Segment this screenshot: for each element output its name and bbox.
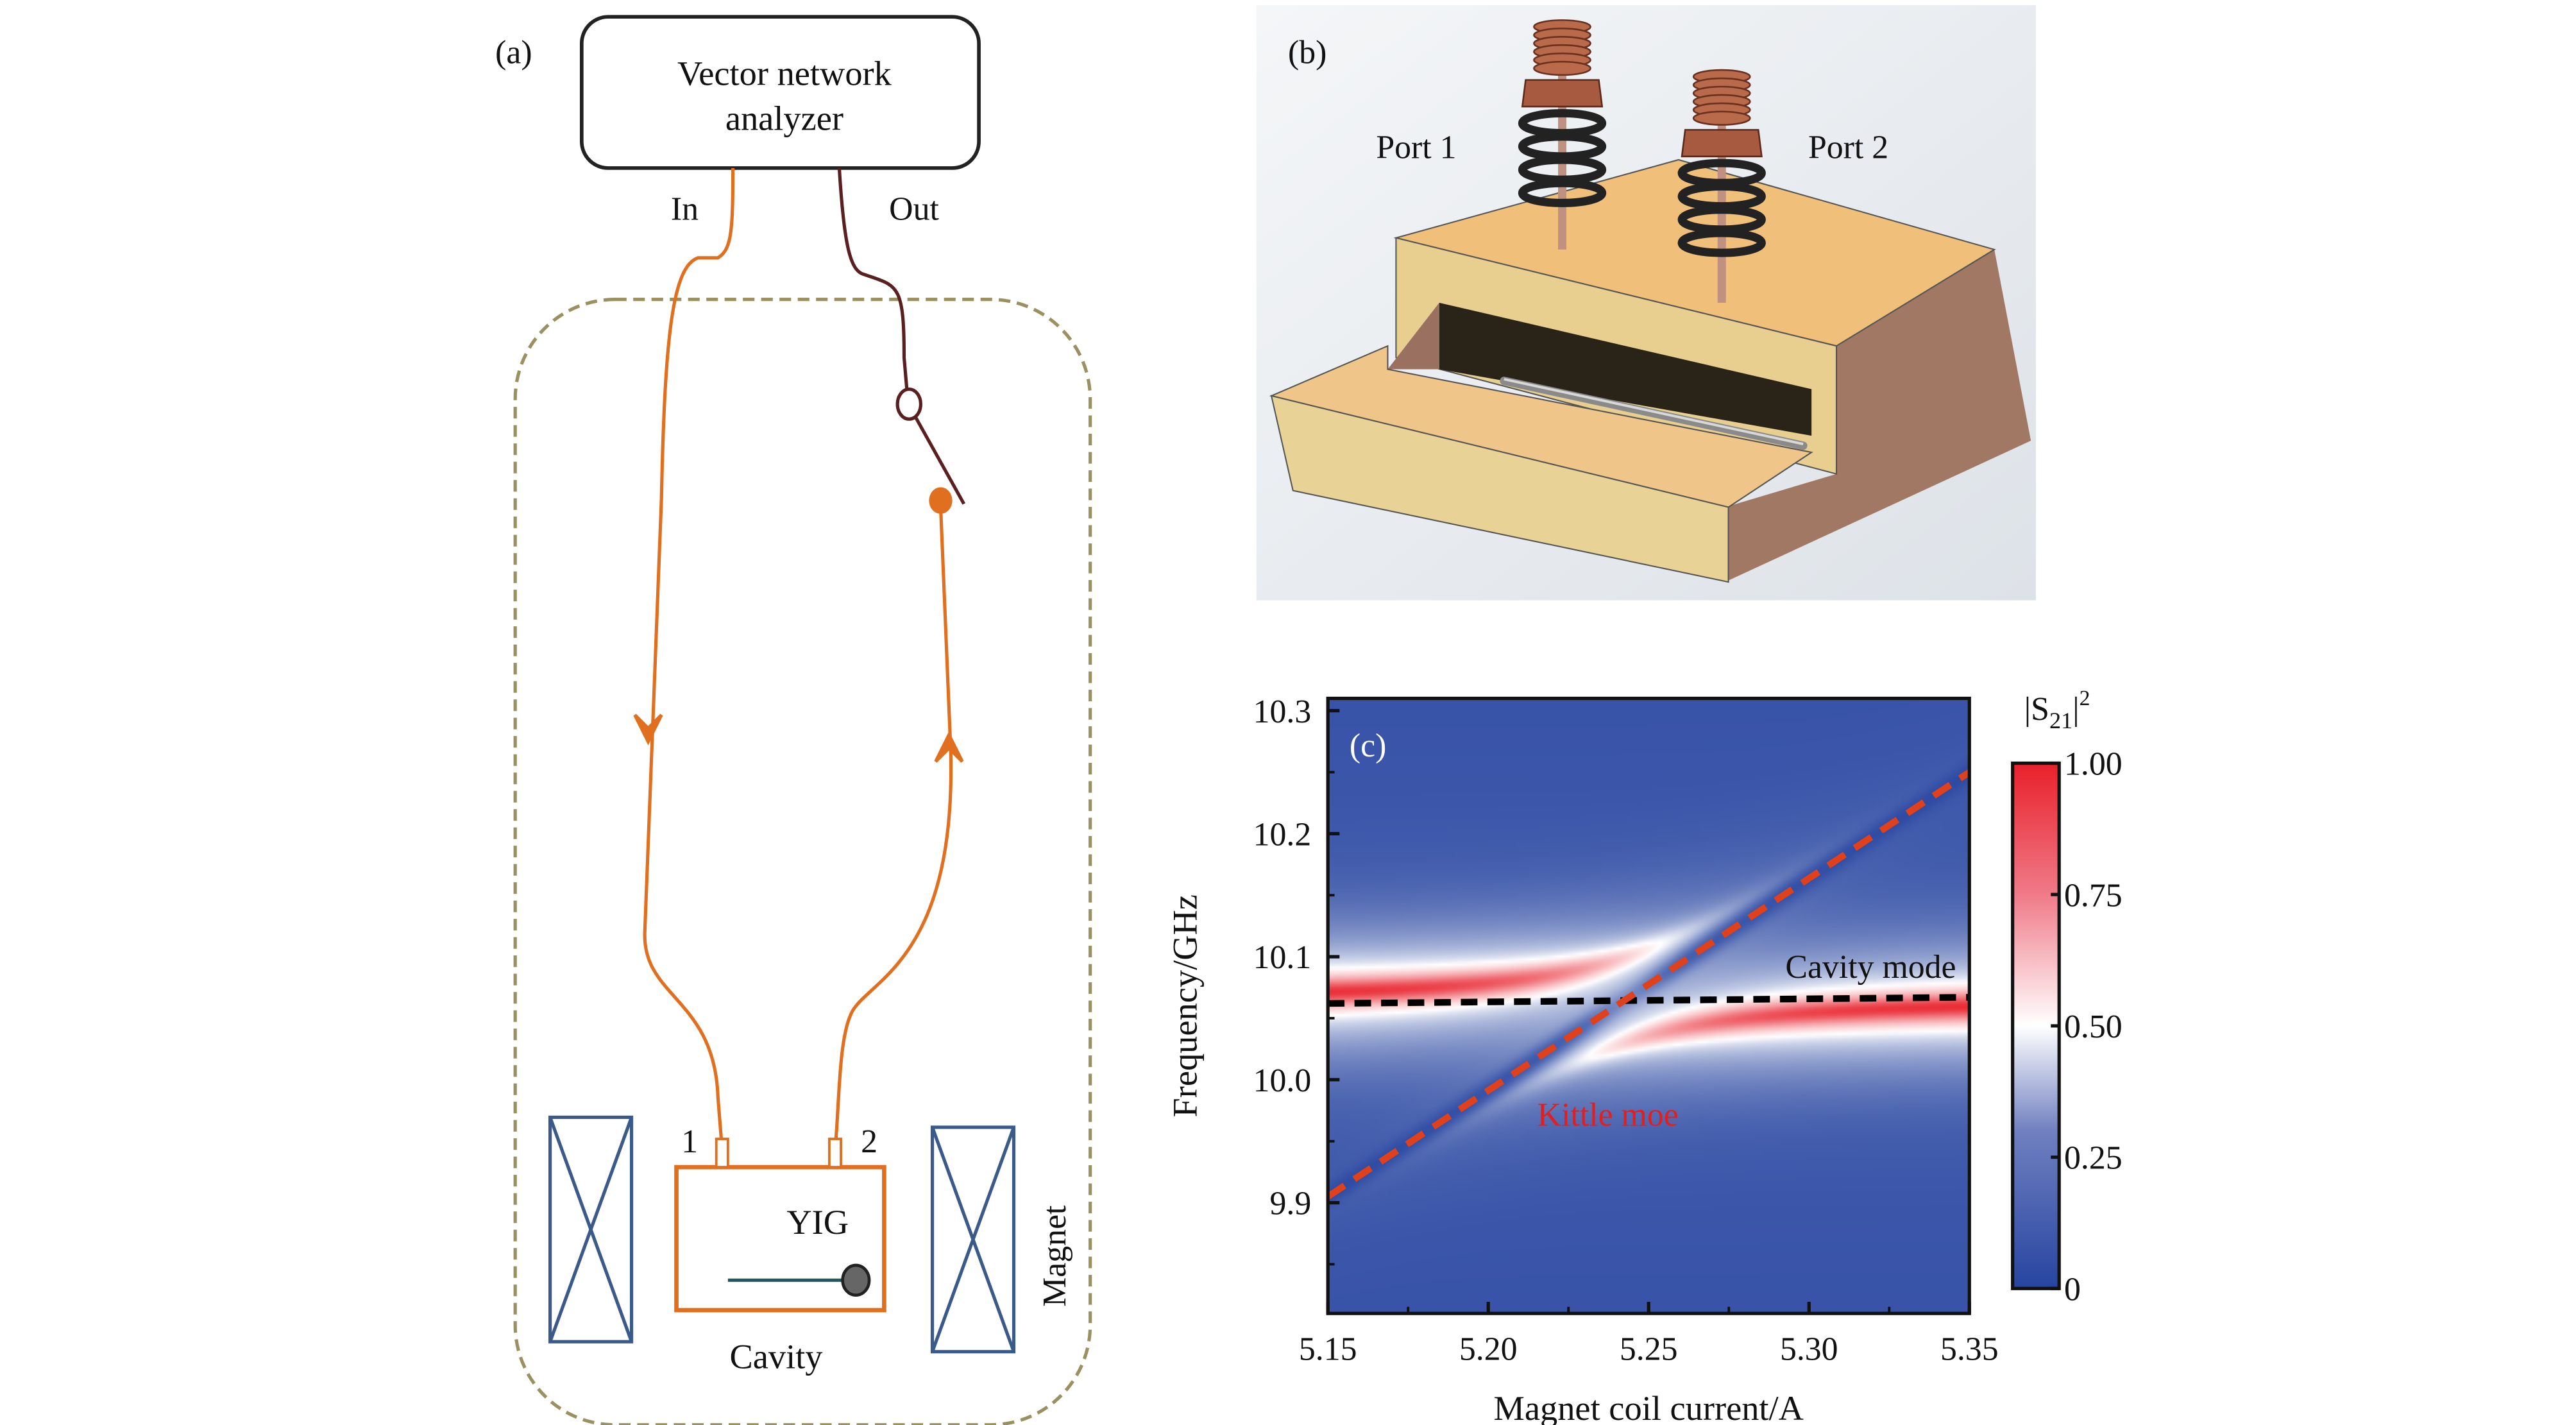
magnet-left (548, 1115, 634, 1344)
arrow-up-icon (934, 731, 964, 763)
panel-c-label: (c) (1350, 728, 1387, 764)
arrow-down-icon (633, 713, 663, 746)
port-2-render-label: Port 2 (1808, 129, 1888, 166)
magnet-label: Magnet (1037, 1205, 1073, 1307)
colorbar-title: |S21|2 (2024, 687, 2090, 733)
port-2-connector-render (1677, 69, 1766, 303)
colorbar-tick-label: 0.25 (2064, 1140, 2123, 1177)
annotation-cavity-mode: Cavity mode (1785, 949, 1956, 986)
panel-a: (a) Vector network analyzer In Out Magne… (495, 15, 1092, 1425)
return-cable (834, 507, 953, 1139)
y-tick-label: 10.0 (1253, 1062, 1312, 1099)
slot-inner-wall (1387, 302, 1439, 370)
hex-nut (1681, 129, 1763, 158)
switch-contact-icon (929, 487, 953, 514)
port-1-label: 1 (681, 1123, 698, 1160)
switch-lever (914, 416, 966, 505)
vna-label-line2: analyzer (725, 99, 843, 137)
yig-sphere (841, 1263, 871, 1297)
y-tick-label: 9.9 (1270, 1186, 1312, 1222)
thread-ring (1533, 60, 1591, 76)
axis-ticks: 5.15 5.20 5.25 5.30 5.35 9.9 10.0 10.1 10.2 10.3 (1253, 694, 1999, 1368)
heatmap-image (1328, 698, 1970, 1314)
port-1-connector-render (1518, 19, 1607, 250)
cavity-slot (1439, 302, 1812, 436)
hex-nut (1521, 79, 1604, 108)
output-cable (837, 167, 910, 397)
y-tick-label: 10.3 (1253, 694, 1312, 730)
x-axis-label: Magnet coil current/A (1494, 1389, 1804, 1425)
yig-label: YIG (786, 1203, 849, 1242)
rod-highlight (1504, 378, 1804, 445)
annotation-kittel-mode: Kittle moe (1538, 1096, 1679, 1133)
x-tick-label: 5.20 (1459, 1331, 1518, 1368)
block-lower-front (1270, 395, 1729, 583)
x-tick-label: 5.30 (1780, 1331, 1838, 1368)
cavity-box (674, 1165, 886, 1313)
yig-rod-render (1500, 377, 1808, 450)
y-tick-label: 10.1 (1253, 939, 1312, 976)
cavity-mode-line (1328, 994, 1970, 1007)
y-tick-label: 10.2 (1253, 817, 1312, 853)
cavity-label: Cavity (729, 1338, 822, 1376)
vna-label-line1: Vector network (677, 54, 892, 92)
port-1-render-label: Port 1 (1376, 129, 1456, 166)
colorbar-tick-label: 0.50 (2064, 1009, 2123, 1045)
y-axis-label: Frequency/GHz (1165, 894, 1204, 1117)
spring-coil (1518, 178, 1607, 207)
colorbar-tick-label: 1.00 (2064, 746, 2123, 783)
colorbar-ticks: 0 0.25 0.50 0.75 1.00 (2051, 746, 2123, 1308)
vna-box (579, 15, 981, 170)
port-2-connector (827, 1138, 842, 1169)
panel-a-label: (a) (495, 35, 532, 71)
x-tick-label: 5.15 (1299, 1331, 1357, 1368)
kittel-mode-line (1328, 769, 1970, 1200)
input-cable (643, 167, 735, 1139)
port-2-label: 2 (861, 1123, 877, 1160)
colorbar-tick-label: 0 (2064, 1271, 2081, 1308)
block-side-face (1725, 249, 2031, 583)
x-tick-label: 5.35 (1940, 1331, 1999, 1368)
panel-b-label: (b) (1288, 35, 1326, 71)
panel-b: (b) Port 1 Port 2 (1256, 5, 2036, 601)
colorbar-tick-label: 0.75 (2064, 877, 2123, 914)
x-tick-label: 5.25 (1620, 1331, 1678, 1368)
spring-coil (1677, 228, 1766, 257)
out-label: Out (889, 191, 939, 227)
port-1-connector (715, 1138, 729, 1169)
switch-terminal-icon (895, 387, 922, 421)
thread-ring (1692, 110, 1751, 126)
in-label: In (671, 191, 699, 227)
magnet-right (930, 1125, 1016, 1354)
